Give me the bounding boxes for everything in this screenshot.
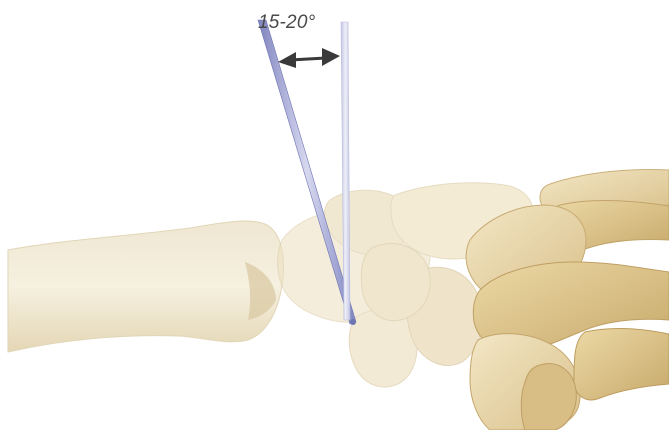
left-bone-shaft: [8, 221, 283, 352]
angle-double-arrow: [278, 48, 340, 68]
angle-label: 15-20°: [258, 12, 315, 34]
